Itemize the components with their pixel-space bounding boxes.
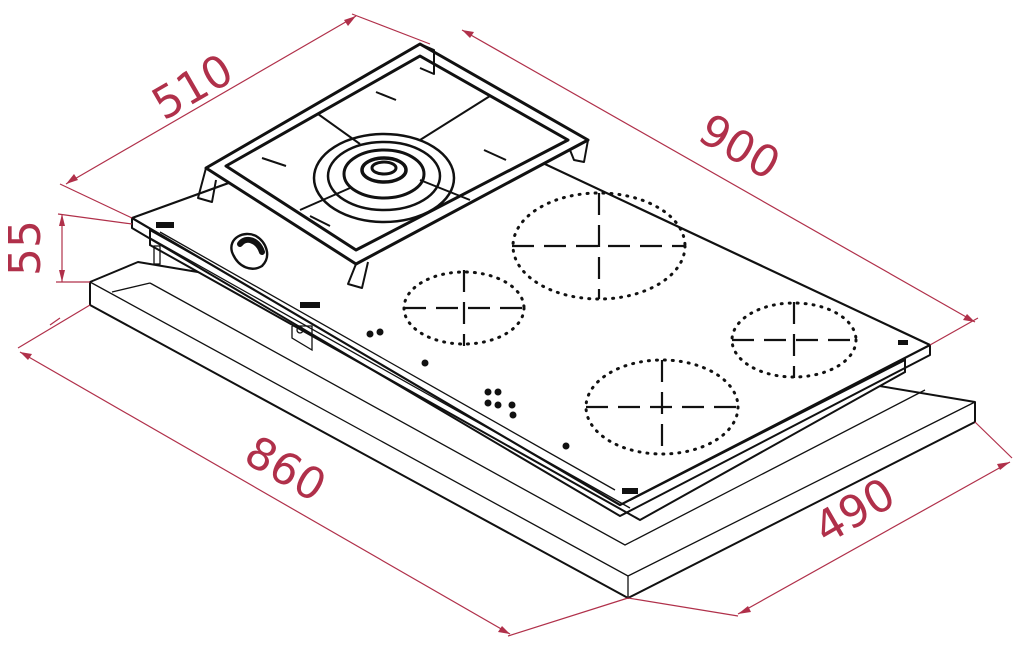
extension-line (17, 304, 91, 349)
burner-cap-ring (326, 140, 442, 212)
grate-leg (197, 167, 217, 203)
touch-control (376, 328, 384, 336)
arrow-head (59, 270, 65, 282)
induction-zone-front (584, 358, 740, 456)
grate-arm (419, 95, 491, 141)
control-marker (898, 340, 908, 345)
dimension-line-900 (461, 29, 976, 323)
extension-line (351, 13, 431, 45)
arrow-head (963, 314, 975, 322)
dimension-label-860: 860 (236, 426, 334, 512)
knob-grip (237, 236, 265, 255)
pan-rest (309, 215, 331, 227)
grate-arm (419, 179, 471, 201)
touch-control (562, 442, 570, 450)
pan-rest (483, 149, 507, 161)
grate-leg (347, 261, 369, 289)
touch-control (366, 330, 374, 338)
frame-inner-left (111, 282, 151, 293)
side-clip (153, 245, 161, 265)
induction-zone-small-left (402, 270, 526, 346)
dimension-arrows (20, 16, 1010, 634)
extension-line (627, 597, 739, 617)
touch-control (421, 359, 429, 367)
dimension-label-55: 55 (0, 220, 51, 276)
induction-zone-large (511, 191, 687, 301)
pan-rest (375, 91, 397, 101)
control-marker (156, 222, 174, 228)
dimension-line-490 (737, 461, 1011, 615)
extension-line (57, 213, 133, 225)
dimension-line-860 (19, 351, 511, 635)
touch-control (508, 401, 516, 409)
burner-inner-cap (370, 160, 398, 176)
arrow-head (20, 352, 32, 360)
arrow-head (59, 214, 65, 226)
burner-outer-ring (312, 132, 456, 224)
bracket-screw (296, 326, 304, 334)
dimension-label-510: 510 (144, 44, 242, 130)
control-panel (156, 222, 908, 494)
extension-line (929, 317, 979, 346)
touch-control (494, 388, 502, 396)
gas-burner-grate (197, 42, 590, 289)
extension-line (59, 183, 133, 219)
arrow-head (344, 16, 356, 26)
touch-control (484, 399, 492, 407)
touch-control (494, 401, 502, 409)
grate-leg (419, 43, 435, 75)
zone-outline (584, 358, 740, 456)
control-strip (149, 237, 631, 509)
induction-zone-right (730, 301, 858, 379)
induction-zones (402, 191, 858, 456)
touch-control (484, 388, 492, 396)
arrow-head (738, 606, 751, 614)
burner-crown (342, 148, 426, 200)
grate-leg (569, 139, 589, 163)
dimension-label-490: 490 (806, 468, 904, 554)
dimension-label-900: 900 (690, 104, 788, 190)
extension-line (974, 421, 1013, 459)
pan-rest (261, 157, 287, 167)
frame-inner-edge (149, 282, 926, 546)
extension-line (507, 597, 629, 637)
touch-control (509, 411, 517, 419)
control-strip-inner (159, 231, 616, 491)
hob-front-edge (131, 218, 931, 517)
bracket-plate (291, 325, 313, 352)
grate-arm (299, 187, 351, 211)
arrow-head (66, 174, 78, 184)
dimension-line-510 (65, 15, 357, 185)
dimension-lines (17, 13, 1013, 637)
arrow-head (997, 462, 1010, 470)
control-marker (300, 302, 320, 308)
mounting-bracket (153, 245, 313, 352)
gas-knob (230, 232, 269, 270)
arrow-head (498, 626, 510, 634)
extension-line (49, 317, 61, 326)
control-marker (622, 488, 638, 494)
arrow-head (462, 30, 474, 38)
grate-inner-frame (224, 54, 570, 252)
